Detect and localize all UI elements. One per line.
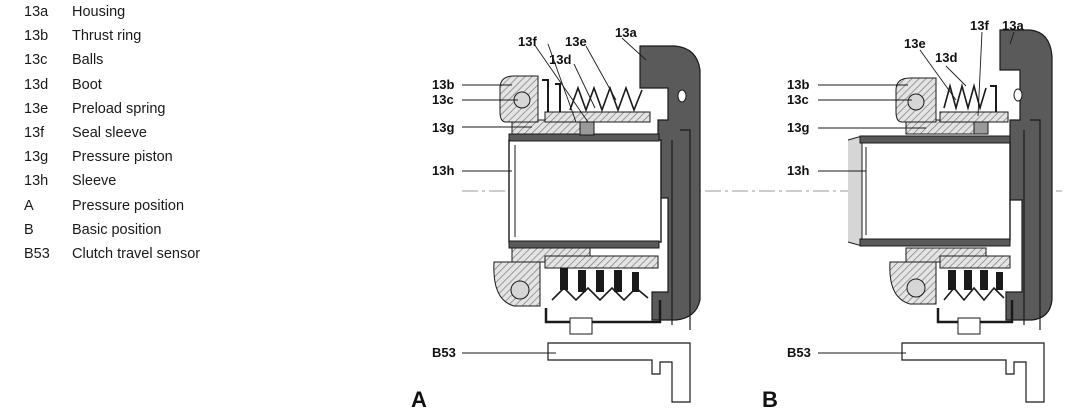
cylinder-wall-top [544, 111, 651, 123]
leader-lines-b [818, 31, 1015, 354]
legend-item-13b: 13b Thrust ring [24, 27, 324, 51]
legend-item-13a: 13a Housing [24, 3, 324, 27]
callout-13f: 13f [970, 18, 989, 33]
callout-13g: 13g [787, 120, 809, 135]
callout-13c: 13c [432, 92, 454, 107]
panel-label-b: B [762, 387, 778, 412]
legend-key: 13e [24, 100, 49, 117]
clutch-travel-sensor-b53 [901, 342, 1045, 403]
ball-bottom [906, 278, 926, 298]
legend-item-13e: 13e Preload spring [24, 100, 324, 124]
callout-13b: 13b [432, 77, 454, 92]
legend-key: B53 [24, 245, 50, 262]
cylinder-wall-bottom [939, 255, 1011, 269]
callout-13c: 13c [787, 92, 809, 107]
callout-13d: 13d [549, 52, 571, 67]
legend-key: A [24, 197, 34, 214]
housing-13a [999, 29, 1053, 321]
preload-spring-top [569, 85, 643, 113]
legend-key: 13h [24, 173, 49, 190]
lower-shell [544, 300, 662, 324]
legend-item-13g: 13g Pressure piston [24, 148, 324, 172]
legend-item-b: B Basic position [24, 221, 324, 245]
cylinder-wall-bottom [544, 255, 659, 269]
spring-coils-bottom [948, 270, 1003, 290]
spring-coils-bottom [560, 268, 639, 292]
ball-top [907, 93, 925, 111]
legend-key: 13g [24, 149, 49, 166]
callout-13f: 13f [518, 34, 537, 49]
legend-key: B [24, 221, 34, 238]
legend-item-13d: 13d Boot [24, 76, 324, 100]
legend-key: 13b [24, 28, 49, 45]
legend-text: Boot [72, 76, 102, 93]
legend: 13a Housing 13b Thrust ring 13c Balls 13d Bo… [24, 3, 324, 269]
callout-13h: 13h [432, 163, 454, 178]
outer-cover [1023, 119, 1041, 330]
callout-13d: 13d [935, 50, 957, 65]
sleeve-rim-bottom [508, 240, 660, 249]
leader-lines-a [462, 37, 647, 354]
outer-cover [671, 129, 691, 330]
legend-key: 13d [24, 76, 49, 93]
sleeve-13h [859, 141, 1011, 241]
boot-bottom [551, 286, 649, 302]
boot-bottom [943, 286, 1005, 302]
legend-text: Pressure position [72, 197, 185, 214]
legend-text: Preload spring [72, 100, 166, 117]
legend-key: 13a [24, 4, 49, 20]
legend-text: Housing [72, 4, 126, 20]
sleeve-rim-bottom [859, 238, 1011, 247]
panel-label-a: A [411, 387, 427, 412]
callout-13h: 13h [787, 163, 809, 178]
sensor-mount [569, 317, 593, 335]
legend-item-13c: 13c Balls [24, 51, 324, 75]
sensor-mount [957, 317, 981, 335]
callout-13a: 13a [615, 25, 637, 40]
legend-text: Pressure piston [72, 149, 173, 166]
legend-text: Seal sleeve [72, 124, 147, 141]
callout-13a: 13a [1002, 18, 1024, 33]
legend-text: Balls [72, 52, 104, 69]
callout-13e: 13e [565, 34, 587, 49]
ball-bottom [510, 280, 530, 300]
legend-text: Clutch travel sensor [72, 245, 201, 262]
callout-13g: 13g [432, 120, 454, 135]
panel-b: 13b 13c 13g 13h B53 13e 13d 13f 13a B [762, 18, 1053, 412]
legend-key: 13f [24, 124, 45, 141]
legend-text: Thrust ring [72, 28, 142, 45]
legend-text: Sleeve [72, 173, 117, 190]
callout-b53: B53 [432, 345, 456, 360]
housing-bore [677, 89, 687, 103]
sleeve-flange [847, 135, 863, 247]
legend-key: 13c [24, 52, 48, 69]
sleeve-rim-top [859, 135, 1011, 144]
legend-text: Basic position [72, 221, 162, 238]
boot-top [542, 79, 561, 120]
legend-item-a: A Pressure position [24, 197, 324, 221]
housing-bore [1013, 88, 1023, 102]
cylinder-wall-top [939, 111, 1009, 123]
callout-13b: 13b [787, 77, 809, 92]
sleeve-13h [508, 139, 662, 243]
boot-top [990, 85, 997, 112]
clutch-travel-sensor-b53 [547, 342, 691, 403]
panel-a: 13b 13c 13g 13h B53 13f 13d 13e 13a A [411, 25, 701, 412]
legend-item-13f: 13f Seal sleeve [24, 124, 324, 148]
callout-13e: 13e [904, 36, 926, 51]
legend-item-13h: 13h Sleeve [24, 172, 324, 196]
callout-b53: B53 [787, 345, 811, 360]
legend-item-b53: B53 Clutch travel sensor [24, 245, 324, 269]
